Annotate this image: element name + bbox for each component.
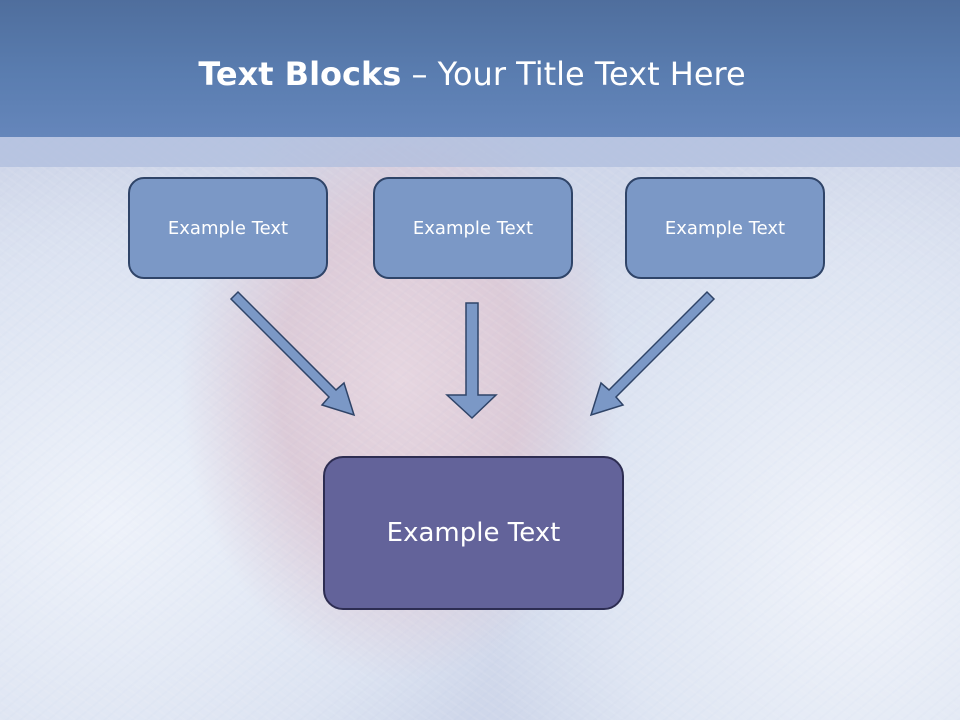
text-box-center[interactable]: Example Text bbox=[323, 456, 624, 610]
text-box-right-label: Example Text bbox=[664, 217, 786, 239]
title-bold: Text Blocks bbox=[198, 55, 402, 93]
slide-title: Text Blocks – Your Title Text Here bbox=[0, 52, 944, 96]
text-box-left[interactable]: Example Text bbox=[128, 177, 328, 279]
text-box-center-label: Example Text bbox=[386, 518, 561, 548]
arrow-down bbox=[445, 302, 498, 420]
text-box-right[interactable]: Example Text bbox=[625, 177, 825, 279]
header-strip bbox=[0, 137, 960, 167]
text-box-middle[interactable]: Example Text bbox=[373, 177, 573, 279]
text-box-middle-label: Example Text bbox=[412, 217, 534, 239]
text-box-left-label: Example Text bbox=[167, 217, 289, 239]
title-rest: – Your Title Text Here bbox=[401, 55, 746, 93]
arrow-left-diagonal bbox=[229, 290, 356, 417]
header-band bbox=[0, 0, 960, 137]
arrow-right-diagonal bbox=[589, 290, 716, 417]
